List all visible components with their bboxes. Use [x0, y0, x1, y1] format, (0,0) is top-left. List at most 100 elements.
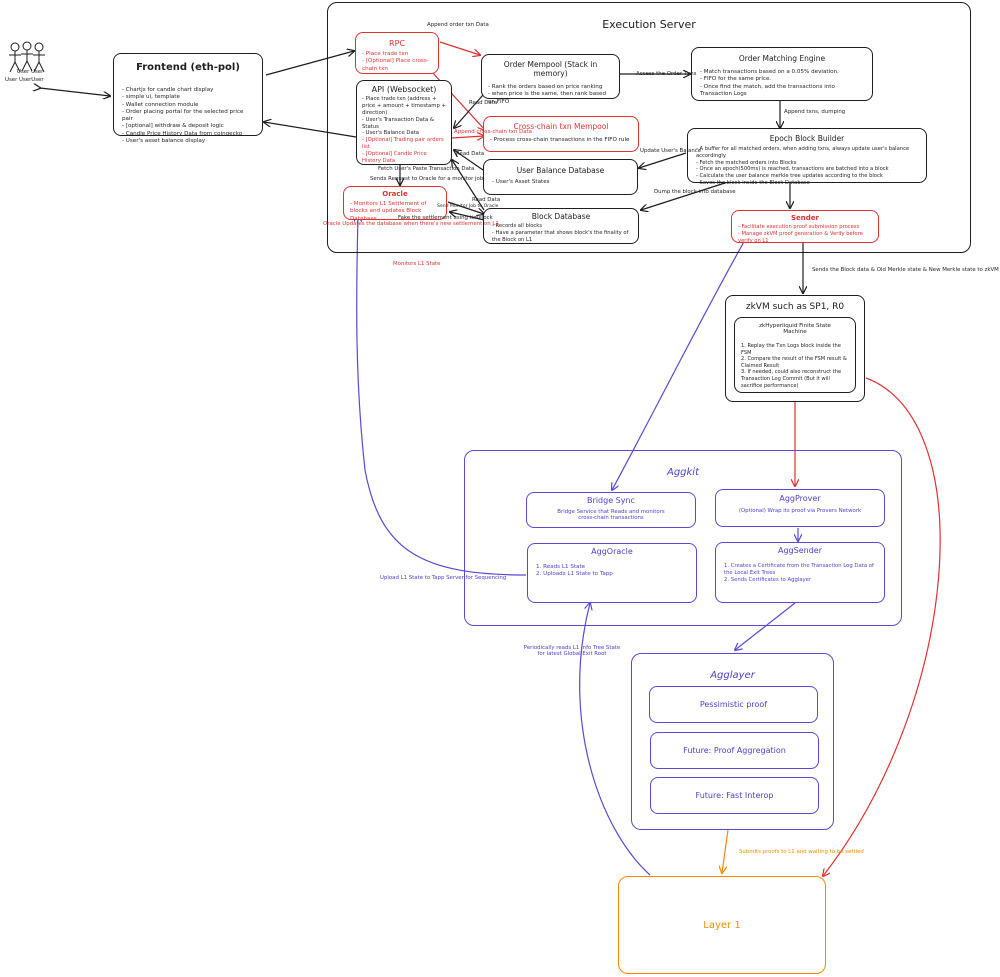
label-send-monitor: Send Monitor Job to Oracle: [437, 204, 499, 209]
list-item: 3. If needed, could also reconstruct the…: [741, 369, 842, 389]
label-read-data-1: Read Data: [469, 100, 498, 106]
user-group: User User User UserUser: [5, 40, 50, 90]
list-item: Process cross-chain transactions in the …: [490, 137, 632, 144]
aggkit-container: Aggkit: [464, 450, 902, 626]
label-sends-request: Sends Request to Oracle for a monitor jo…: [370, 176, 484, 182]
list-item: Records all blocks: [492, 223, 630, 230]
aggsender-steps: 1. Creates a Certificate from the Transa…: [724, 563, 876, 584]
user-label: User UserUser: [5, 77, 44, 83]
arrow-agglayer-layer1: [722, 829, 729, 873]
rpc-list: Place trade txn [Optional] Place cross-c…: [362, 51, 432, 73]
frontend-list: Chartjs for candle chart display simple …: [122, 87, 254, 145]
bridge-sync-box: Bridge Sync Bridge Service that Reads an…: [526, 492, 696, 528]
list-item: Have a parameter that shows block's the …: [492, 230, 630, 244]
execution-server-title: Execution Server: [602, 18, 696, 31]
crosschain-mempool-title: Cross-chain txn Mempool: [513, 122, 609, 131]
bridge-sync-desc: Bridge Service that Reads and monitors c…: [557, 509, 665, 521]
label-periodically: Periodically reads L1 Info Tree State fo…: [523, 645, 621, 657]
frontend-title: Frontend (eth-pol): [136, 62, 240, 73]
label-fake-settlement: Fake the settlement using timelock: [398, 215, 493, 221]
list-item: User's Balance Data: [362, 130, 446, 137]
list-item: FIFO for the same price.: [700, 76, 864, 83]
crosschain-mempool-box: Cross-chain txn Mempool Process cross-ch…: [483, 116, 639, 152]
user-overlap-label: User User: [17, 69, 44, 75]
aggsender-box: AggSender 1. Creates a Certificate from …: [715, 542, 885, 603]
sender-title: Sender: [791, 214, 819, 222]
label-upload-l1: Upload L1 State to Tapp Server for Seque…: [380, 575, 507, 581]
list-item: Once find the match, add the transaction…: [700, 84, 864, 99]
list-item: simple ui, template: [122, 94, 254, 101]
label-fetch-user: Fetch User's Paste Transaction Data: [378, 166, 475, 172]
sender-box: Sender Facilitate execution proof submis…: [731, 210, 879, 244]
list-item: [optional] withdraw & deposit logic: [122, 123, 254, 130]
list-item: User's Asset States: [492, 179, 629, 186]
zkvm-title: zkVM such as SP1, R0: [745, 302, 845, 312]
label-sends-block: Sends the Block data & Old Merkle state …: [812, 267, 999, 273]
aggprover-desc: (Optional) Wrap its proof via Provers Ne…: [738, 508, 862, 514]
user-balance-db-box: User Balance Database User's Asset State…: [483, 159, 638, 195]
list-item: Monitors L1 Settlement of blocks and upd…: [350, 201, 440, 223]
pessimistic-proof-box: Pessimistic proof: [649, 686, 818, 723]
order-matching-list: Match transactions based on a 0.05% devi…: [700, 69, 864, 98]
list-item: User's asset balance display: [122, 138, 254, 145]
epoch-block-builder-title: Epoch Block Builder: [769, 134, 845, 143]
user-balance-db-title: User Balance Database: [516, 166, 605, 175]
zkvm-fsm-box: zkHyperliquid Finite State Machine 1. Re…: [734, 317, 856, 393]
list-item: Place trade txn: [362, 51, 432, 58]
sender-list: Facilitate execution proof submission pr…: [738, 224, 872, 244]
zkvm-steps: 1. Replay the Txn Logs block inside the …: [741, 343, 849, 389]
aggoracle-steps: 1. Reads L1 State 2. Uploads L1 State to…: [536, 564, 688, 579]
order-matching-title: Order Matching Engine: [738, 54, 826, 63]
fast-interop-label: Future: Fast Interop: [695, 791, 774, 800]
order-mempool-title: Order Mempool (Stack in memory): [503, 60, 598, 78]
pessimistic-proof-label: Pessimistic proof: [699, 700, 768, 709]
user-icon: [9, 41, 45, 73]
list-item: 1. Creates a Certificate from the Transa…: [724, 563, 874, 576]
list-item: 2. Sends Certificates to Agglayer: [724, 576, 812, 583]
crosschain-mempool-list: Process cross-chain transactions in the …: [490, 137, 632, 144]
list-item: [Optional] Candle Price History Data: [362, 151, 446, 165]
label-append-txns: Append txns, dumping: [784, 109, 846, 115]
rpc-box: RPC Place trade txn [Optional] Place cro…: [355, 32, 439, 74]
api-box: API (Websocket) Place trade txn (address…: [356, 80, 452, 165]
proof-aggregation-box: Future: Proof Aggregation: [650, 732, 819, 769]
list-item: Once an epoch(500ms) is reached, transac…: [696, 166, 918, 173]
zkvm-fsm-title: zkHyperliquid Finite State Machine: [759, 323, 831, 335]
epoch-block-builder-box: Epoch Block Builder A buffer for all mat…: [687, 128, 927, 186]
list-item: Rank the orders based on price ranking: [488, 84, 613, 91]
list-item: Facilitate execution proof submission pr…: [738, 224, 872, 231]
api-title: API (Websocket): [371, 85, 437, 94]
user-balance-db-list: User's Asset States: [492, 179, 629, 186]
list-item: Fetch the matched orders into Blocks: [696, 160, 918, 167]
list-item: A buffer for all matched orders, when ad…: [696, 146, 918, 160]
list-item: Chartjs for candle chart display: [122, 87, 254, 94]
aggprover-title: AggProver: [779, 494, 821, 503]
aggoracle-box: AggOracle 1. Reads L1 State 2. Uploads L…: [527, 543, 697, 603]
oracle-list: Monitors L1 Settlement of blocks and upd…: [350, 201, 440, 223]
aggoracle-title: AggOracle: [591, 547, 633, 556]
order-mempool-box: Order Mempool (Stack in memory) Rank the…: [481, 54, 620, 105]
label-read-data-3: Read Data: [472, 197, 501, 203]
list-item: Calculate the user balance merkle tree u…: [696, 173, 918, 180]
block-db-box: Block Database Records all blocks Have a…: [483, 208, 639, 244]
list-item: Candle Price History Data from coingecko: [122, 131, 254, 138]
order-mempool-list: Rank the orders based on price ranking w…: [488, 84, 613, 106]
list-item: Place trade txn (address + price + amoun…: [362, 96, 446, 117]
proof-aggregation-label: Future: Proof Aggregation: [683, 746, 786, 755]
layer1-title: Layer 1: [703, 919, 741, 931]
list-item: Match transactions based on a 0.05% devi…: [700, 69, 864, 76]
arrow-user-frontend: [40, 88, 110, 96]
agglayer-container: Agglayer: [631, 653, 834, 830]
oracle-title: Oracle: [382, 190, 408, 198]
list-item: Wallet connection module: [122, 102, 254, 109]
block-db-title: Block Database: [531, 212, 591, 221]
execution-server-container: Execution Server: [327, 2, 971, 253]
list-item: 2. Compare the result of the FSM result …: [741, 356, 847, 369]
aggsender-title: AggSender: [778, 546, 822, 555]
aggprover-box: AggProver (Optional) Wrap its proof via …: [715, 489, 885, 527]
list-item: User's Transaction Data & Status: [362, 117, 446, 131]
bridge-sync-title: Bridge Sync: [587, 496, 635, 505]
label-oracle-updates: Oracle Updates the database when there's…: [323, 221, 499, 227]
list-item: 1. Reads L1 State: [536, 564, 586, 570]
label-monitors-l1: Monitors L1 State: [393, 261, 441, 267]
